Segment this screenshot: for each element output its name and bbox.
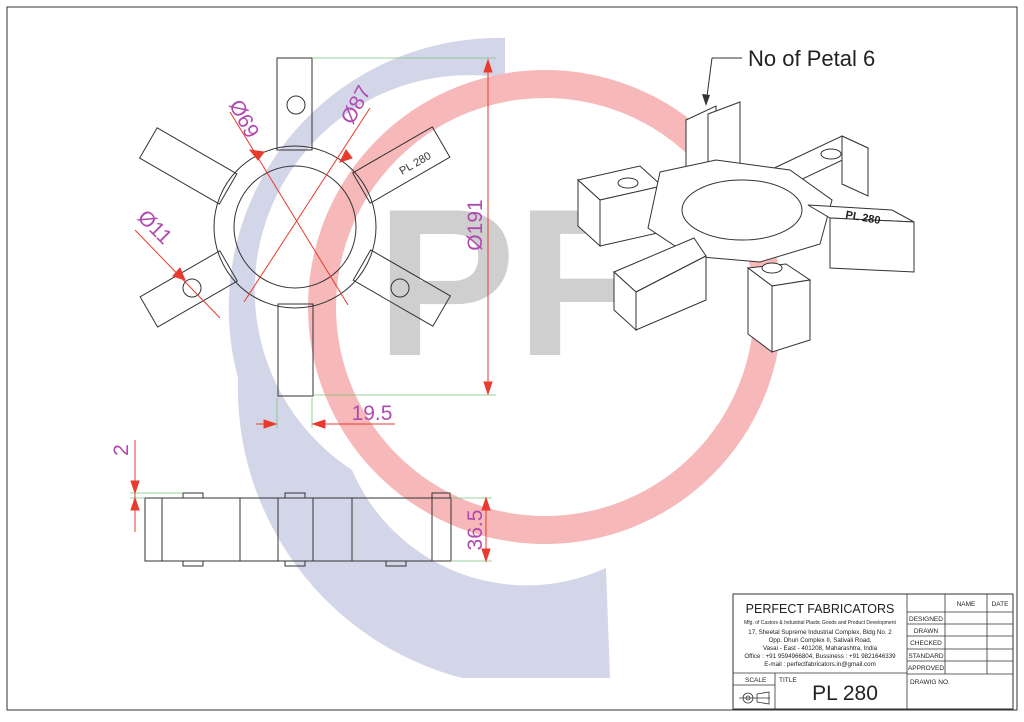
address-line: Opp. Dhuri Complex II, Sativali Road, [769,637,872,644]
petal-hole [182,278,202,298]
drawing-number-label: DRAWIG NO. [910,679,950,686]
projection-symbol-icon [739,691,770,705]
hub-outer [213,145,377,309]
header-name: NAME [957,601,976,608]
iso-boss [617,177,639,189]
row-drawn: DRAWN [914,628,939,635]
extension-lines [276,57,496,428]
dimension-leaders [134,58,493,429]
row-designed: DESIGNED [909,616,943,623]
side-boss [182,492,204,499]
company-tagline: Mfg. of Castors & Industrial Plastic Goo… [744,620,896,626]
petal-top [276,57,313,151]
dim-inner-diameter-a: Ø69 [224,96,263,142]
side-extension-lines [130,492,492,562]
iso-bore [681,179,803,241]
address-line: Vasai - East - 401208, Maharashtra, Indi… [763,645,878,652]
contact-email: E-mail : perfectfabricators.in@gmail.com [764,661,876,668]
petal-hole [286,95,306,115]
star-outline [138,57,452,397]
contact-phone: Office : +91 9594966804, Bussiness : +91… [744,653,896,660]
side-view [144,492,452,567]
bore-circle [233,165,357,289]
petal-count-note: No of Petal 6 [748,46,875,71]
drawing-title: PL 280 [812,682,878,705]
title-label: TITLE [779,677,797,684]
address-line: 17, Sheetal Supreme Industrial Complex, … [748,629,892,636]
watermark-arc [228,37,610,679]
dim-outer-diameter: Ø191 [464,199,487,250]
row-standard: STANDARD [908,653,944,660]
title-block: PERFECT FABRICATORS Mfg. of Castors & In… [732,593,1014,710]
dim-thickness: 36.5 [464,510,487,551]
header-date: DATE [992,601,1010,608]
isometric-view: PL 280 [576,101,915,353]
company-name: PERFECT FABRICATORS [746,602,895,616]
side-leaders [130,440,491,563]
sheet-border [6,6,1018,711]
iso-boss [820,148,842,160]
dim-boss-height: 2 [110,444,133,456]
row-checked: CHECKED [910,640,942,647]
petal-hole [390,278,410,298]
iso-boss [761,262,783,274]
petal-upper-right [352,126,451,204]
scale-label: SCALE [745,677,767,684]
petal-bottom [277,303,314,397]
petal-upper-left [138,127,238,205]
dim-petal-width: 19.5 [352,402,393,425]
dim-hole-diameter: Ø11 [133,206,176,249]
petal-lower-right [352,249,452,327]
row-approved: APPROVED [908,665,944,672]
